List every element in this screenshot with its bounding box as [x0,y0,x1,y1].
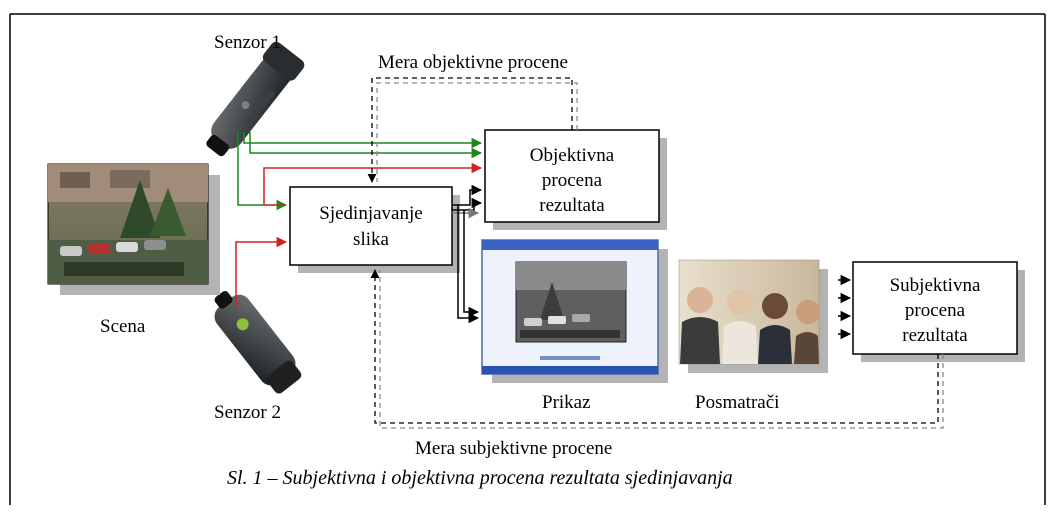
display-monitor-screen [481,239,668,383]
sensor2-to-objective-red [263,162,483,205]
observers-label: Posmatrači [695,392,779,413]
sensor1-camera-icon [206,41,305,157]
sensor1-label: Senzor 1 [214,32,281,53]
fusion-box: Sjedinjavanje slika [289,186,460,273]
display-label: Prikaz [542,392,591,413]
fusion-to-objective-1 [452,184,483,206]
fusion-line-1: Sjedinjavanje [319,203,422,224]
fusion-to-display-2 [463,210,480,318]
sensor1-to-objective-green [243,132,483,149]
fusion-to-objective-2 [452,197,483,211]
objective-line-3: rezultata [539,195,605,216]
fusion-line-2: slika [353,229,389,250]
subjective-box: Subjektivna procena rezultata [852,261,1025,362]
fusion-to-display-1 [457,205,480,324]
objective-line-2: procena [542,170,603,191]
sensor1-to-objective-green-2 [249,132,483,159]
objective-feedback-loop-shadow [376,82,578,182]
sensor2-to-fusion-red [235,236,288,310]
subjective-measure-label: Mera subjektivne procene [415,438,612,459]
objective-box: Objektivna procena rezultata [484,129,667,230]
observers-photo [678,259,828,373]
subjective-line-3: rezultata [902,325,968,346]
sensor2-camera-icon [214,290,302,394]
subjective-feedback-loop-shadow [379,270,944,429]
objective-measure-label: Mera objektivne procene [378,52,568,73]
objective-line-1: Objektivna [530,145,615,166]
scene-label: Scena [100,316,146,337]
figure-caption: Sl. 1 – Subjektivna i objektivna procena… [227,467,733,489]
subjective-line-1: Subjektivna [890,275,981,296]
sensor2-label: Senzor 2 [214,402,281,423]
scene-photo [47,163,220,295]
subjective-line-2: procena [905,300,966,321]
